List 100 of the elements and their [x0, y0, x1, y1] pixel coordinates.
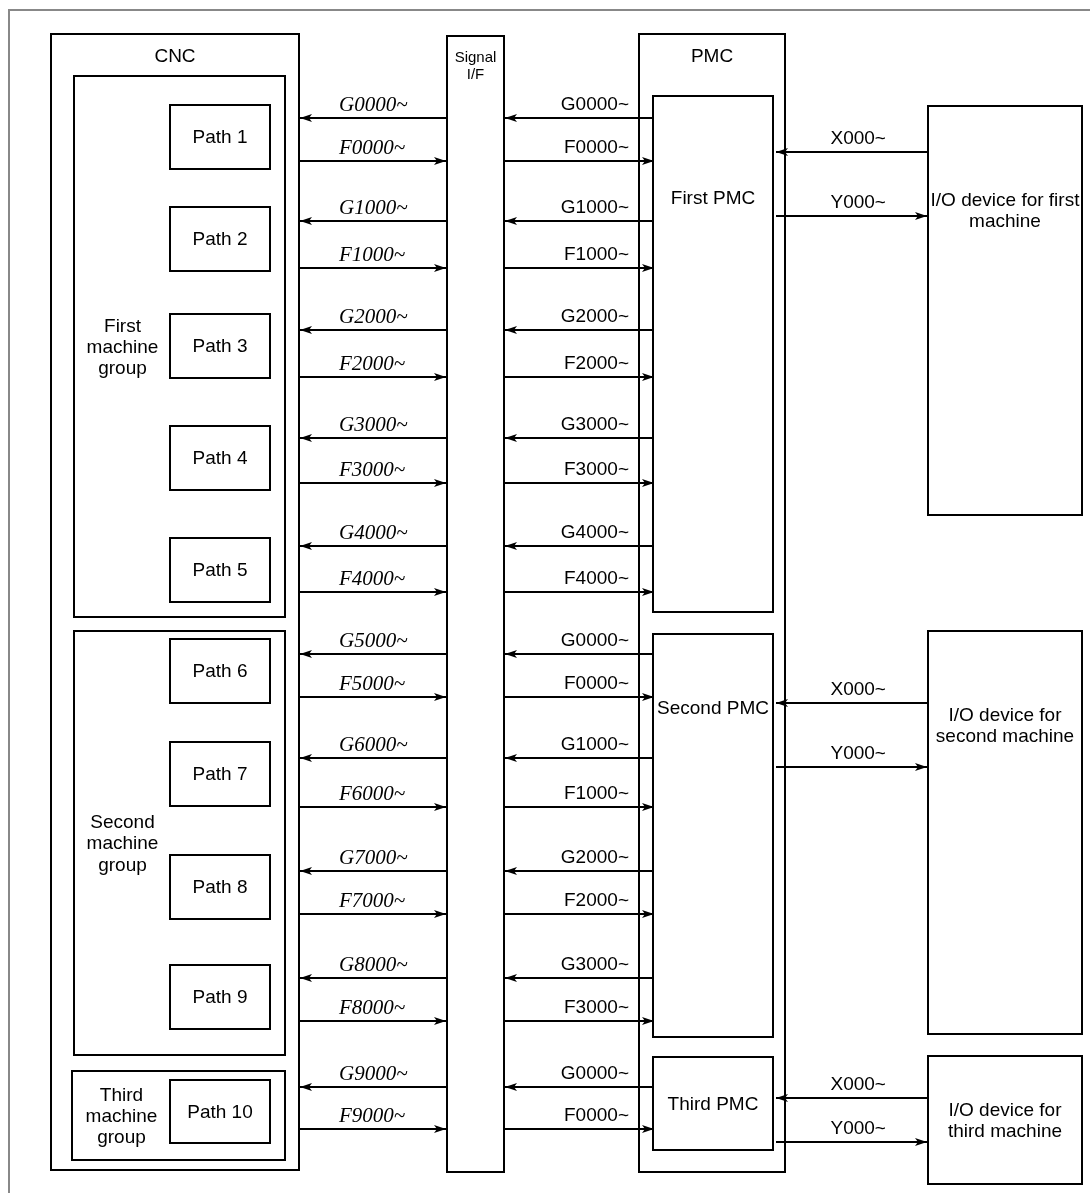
arrow — [299, 1017, 447, 1025]
arrow — [299, 867, 447, 875]
arrow — [504, 434, 655, 442]
group-box — [71, 1070, 286, 1161]
edge-label: G1000~ — [559, 197, 630, 216]
edge-label: Y000~ — [829, 192, 887, 211]
arrow — [299, 588, 447, 596]
arrow — [299, 1083, 447, 1091]
group-box — [73, 630, 286, 1056]
edge-label: F4000~ — [563, 568, 630, 587]
block-box — [169, 425, 271, 491]
edge-label: G2000~ — [559, 847, 630, 866]
block-label: Path 9 — [191, 986, 249, 1008]
block-label: Path 3 — [191, 335, 249, 357]
block-label: Third PMC — [666, 1092, 760, 1115]
edge-label: Y000~ — [829, 1118, 887, 1137]
arrow — [504, 754, 655, 762]
arrow — [299, 974, 447, 982]
arrow — [299, 542, 447, 550]
edge-label: F3000~ — [563, 997, 630, 1016]
arrow — [504, 542, 655, 550]
arrow — [504, 974, 655, 982]
edge-label: F0000~ — [563, 137, 630, 156]
arrow — [299, 650, 447, 658]
block-label: First PMC — [669, 187, 757, 209]
block-box — [927, 630, 1083, 1035]
arrow — [299, 754, 447, 762]
arrow — [504, 264, 655, 272]
block-label: Path 8 — [191, 876, 249, 898]
arrow — [299, 434, 447, 442]
arrow — [775, 1094, 928, 1102]
edge-label: F0000~ — [563, 673, 630, 692]
arrow — [299, 217, 447, 225]
arrow — [504, 910, 655, 918]
arrow — [504, 326, 655, 334]
group-box — [73, 75, 286, 618]
block-label: Third machine group — [84, 1083, 159, 1148]
arrow — [299, 157, 447, 165]
edge-label: F2000~ — [563, 890, 630, 909]
edge-label: G4000~ — [559, 522, 630, 541]
arrow — [504, 650, 655, 658]
edge-label: G3000~ — [559, 414, 630, 433]
edge-label: G0000~ — [559, 94, 630, 113]
arrow — [504, 157, 655, 165]
arrow — [775, 1138, 928, 1146]
block-box — [652, 633, 774, 1038]
arrow — [775, 212, 928, 220]
arrow — [504, 1083, 655, 1091]
block-box — [169, 104, 271, 170]
arrow — [775, 148, 928, 156]
block-label: I/O device for second machine — [934, 704, 1076, 747]
arrow — [504, 693, 655, 701]
arrow — [775, 699, 928, 707]
edge-label: X000~ — [829, 128, 887, 147]
arrow — [299, 326, 447, 334]
block-box — [927, 1055, 1083, 1185]
edge-label: G3000~ — [559, 954, 630, 973]
block-label: Second PMC — [656, 697, 770, 719]
edge-label: Y000~ — [829, 743, 887, 762]
block-box — [169, 741, 271, 807]
block-box — [169, 1079, 271, 1144]
edge-label: F1000~ — [563, 783, 630, 802]
block-box — [169, 313, 271, 379]
arrow — [504, 114, 655, 122]
block-box — [638, 33, 786, 1173]
block-label: I/O device for third machine — [946, 1098, 1064, 1142]
arrow — [504, 1017, 655, 1025]
block-label: Path 10 — [186, 1100, 254, 1123]
block-label: Path 5 — [191, 559, 249, 581]
block-box — [169, 854, 271, 920]
arrow — [504, 479, 655, 487]
arrow — [299, 693, 447, 701]
block-box — [652, 1056, 774, 1151]
block-label: Second machine group — [85, 811, 160, 875]
edge-label: G1000~ — [559, 734, 630, 753]
block-label: Path 6 — [191, 660, 249, 682]
edge-label: F1000~ — [563, 244, 630, 263]
block-box — [169, 537, 271, 603]
block-label: Path 4 — [191, 447, 249, 469]
block-box — [446, 35, 505, 1173]
arrow — [299, 114, 447, 122]
block-label: First machine group — [85, 314, 160, 379]
block-label: Signal I/F — [453, 49, 498, 83]
block-box — [50, 33, 300, 1171]
arrow — [299, 479, 447, 487]
edge-label: F3000~ — [563, 459, 630, 478]
arrow — [504, 803, 655, 811]
block-box — [169, 964, 271, 1030]
edge-label: G2000~ — [559, 306, 630, 325]
edge-label: X000~ — [829, 1074, 887, 1093]
edge-label: F2000~ — [563, 353, 630, 372]
block-label: I/O device for first machine — [929, 189, 1081, 232]
arrow — [775, 763, 928, 771]
edge-label: G0000~ — [559, 630, 630, 649]
block-label: CNC — [153, 45, 197, 67]
arrow — [504, 1125, 655, 1133]
edge-label: X000~ — [829, 679, 887, 698]
arrow — [299, 1125, 447, 1133]
block-label: PMC — [689, 45, 735, 67]
arrow — [504, 588, 655, 596]
